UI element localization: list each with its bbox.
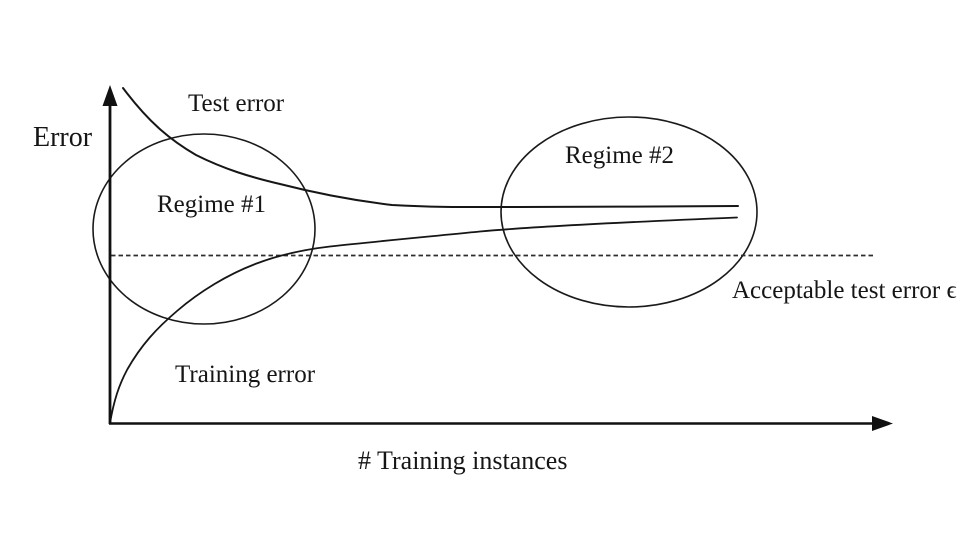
regime1-label: Regime #1 bbox=[157, 191, 267, 218]
regime2-label: Regime #2 bbox=[565, 142, 675, 169]
regime1-ellipse bbox=[92, 133, 316, 325]
acceptable-error-label: Acceptable test error ϵ bbox=[732, 277, 957, 304]
test-error-curve bbox=[122, 87, 739, 209]
training-error-label: Training error bbox=[175, 361, 316, 388]
regime2-ellipse bbox=[500, 116, 758, 308]
y-axis-arrowhead bbox=[102, 85, 118, 106]
training-error-curve bbox=[109, 216, 738, 424]
x-axis-label: # Training instances bbox=[358, 446, 568, 475]
y-axis-label: Error bbox=[33, 122, 93, 153]
x-axis-arrowhead bbox=[872, 416, 893, 431]
test-error-label: Test error bbox=[188, 90, 285, 117]
